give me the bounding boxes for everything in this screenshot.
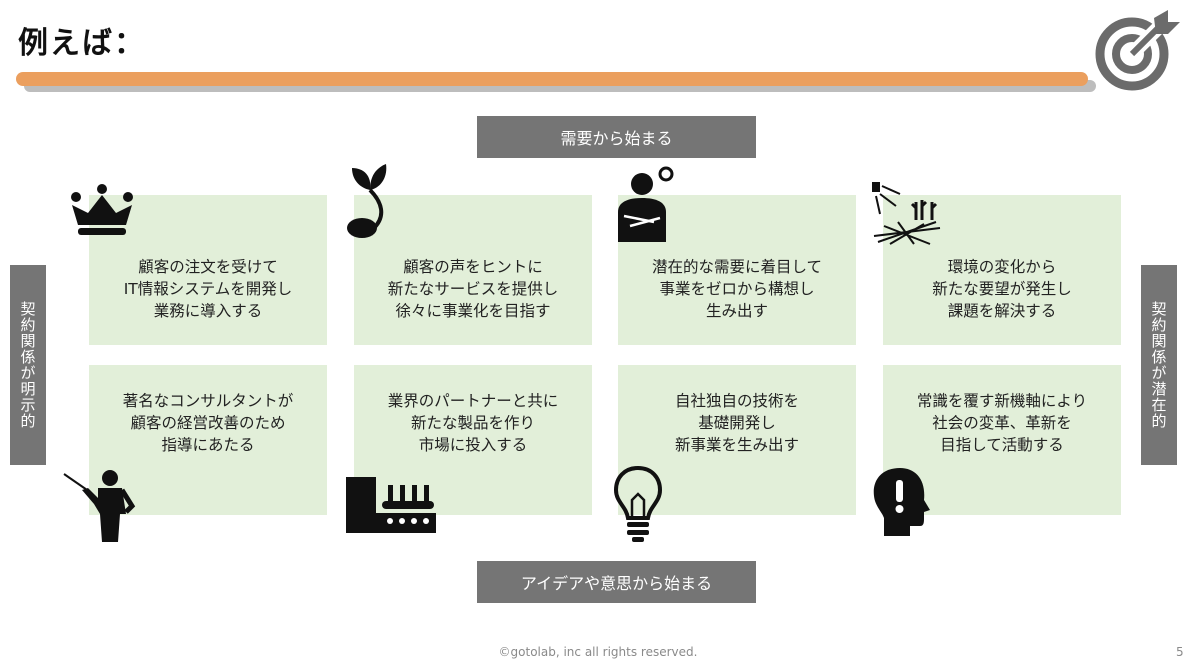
cell-text: 顧客の注文を受けて IT情報システムを開発し 業務に導入する [123, 258, 293, 320]
lightbulb-icon [613, 465, 663, 542]
crown-icon [71, 184, 133, 235]
axis-label-left: 契約関係が明示的 [10, 265, 46, 465]
cell-text: 著名なコンサルタントが 顧客の経営改善のため 指導にあたる [122, 392, 294, 454]
cell-text: 顧客の声をヒントに 新たなサービスを提供し 徐々に事業化を目指す [387, 258, 559, 320]
axis-label-top: 需要から始まる [477, 116, 756, 158]
environment-icon [872, 182, 941, 245]
cell-text: 常識を覆す新機軸により 社会の変革、革新を 目指して活動する [916, 392, 1088, 454]
page-title: 例えば： [18, 26, 146, 61]
grid-cell-2-1: 著名なコンサルタントが 顧客の経営改善のため 指導にあたる [89, 365, 327, 515]
copyright-footer: ©gotolab, inc all rights reserved. [498, 645, 698, 659]
cell-text: 業界のパートナーと共に 新たな製品を作り 市場に投入する [387, 392, 559, 454]
grid-cell-1-1: 顧客の注文を受けて IT情報システムを開発し 業務に導入する [89, 195, 327, 345]
grid-cell-1-3: 潜在的な需要に着目して 事業をゼロから構想し 生み出す [618, 195, 856, 345]
thinking-person-icon [618, 166, 674, 242]
cell-text: 自社独自の技術を 基礎開発し 新事業を生み出す [674, 392, 799, 454]
cell-text: 潜在的な需要に着目して 事業をゼロから構想し 生み出す [651, 258, 823, 320]
grid-cell-2-2: 業界のパートナーと共に 新たな製品を作り 市場に投入する [354, 365, 592, 515]
axis-label-bottom: アイデアや意思から始まる [477, 561, 756, 603]
target-icon [1095, 10, 1180, 91]
grid-cell-2-3: 自社独自の技術を 基礎開発し 新事業を生み出す [618, 365, 856, 515]
presenter-icon [63, 470, 136, 542]
cell-text: 環境の変化から 新たな要望が発生し 課題を解決する [932, 258, 1072, 320]
title-underline [16, 72, 1088, 86]
grid-cell-1-2: 顧客の声をヒントに 新たなサービスを提供し 徐々に事業化を目指す [354, 195, 592, 345]
sprout-icon [347, 164, 387, 238]
axis-label-right: 契約関係が潜在的 [1141, 265, 1177, 465]
page-number: 5 [1176, 645, 1184, 659]
factory-icon [346, 477, 436, 533]
head-exclamation-icon [873, 468, 930, 536]
